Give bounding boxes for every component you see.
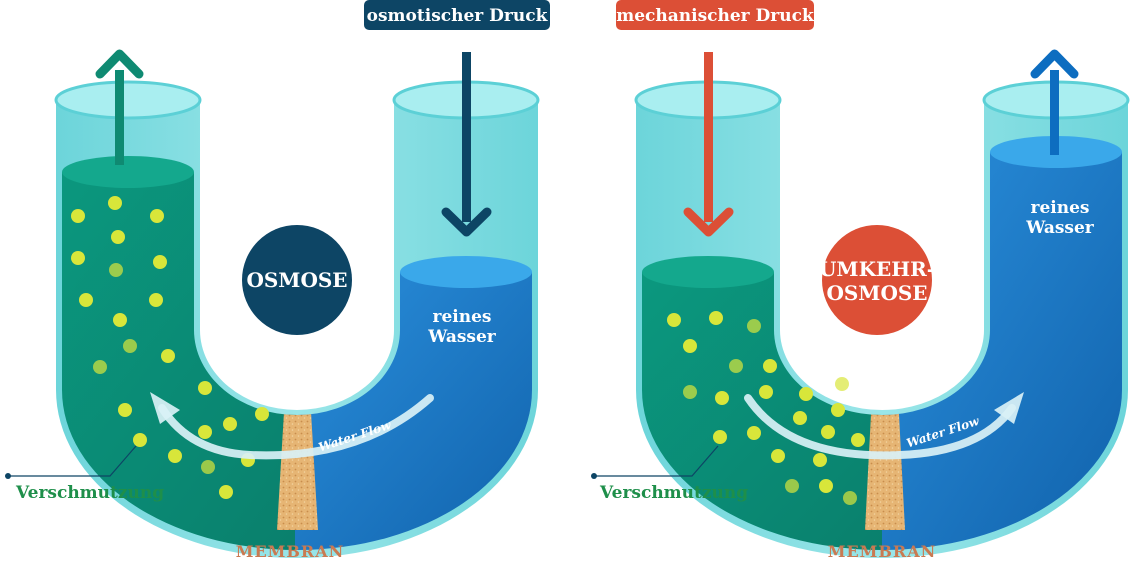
contaminant-particles: [667, 311, 865, 505]
right-contamination-label: Verschmutzung: [599, 483, 748, 503]
up-arrow-icon: [95, 49, 144, 165]
reverse-osmosis-title-line2: OSMOSE: [826, 281, 927, 305]
contaminant-particles: [71, 196, 269, 499]
reverse-osmosis-process-circle: UMKEHR- OSMOSE: [819, 225, 935, 335]
left-membrane-label: MEMBRAN: [236, 542, 344, 561]
osmosis-title: OSMOSE: [246, 268, 347, 292]
right-pure-water-label-line1: reines: [1031, 198, 1090, 218]
mechanical-pressure-label: mechanischer Druck: [616, 6, 815, 26]
left-contamination-label: Verschmutzung: [15, 483, 164, 503]
left-pure-water-label-line1: reines: [433, 307, 492, 327]
down-arrow-icon: [441, 52, 492, 237]
right-contamination-callout: Verschmutzung: [591, 445, 748, 503]
down-arrow-icon: [683, 52, 734, 237]
curved-arrow-icon: [744, 394, 1016, 460]
right-pure-water-label-line2: Wasser: [1025, 218, 1095, 238]
osmotic-pressure-label: osmotischer Druck: [367, 6, 549, 26]
left-osmosis-tube: [54, 80, 540, 558]
left-pure-water-label-line2: Wasser: [427, 327, 497, 347]
osmosis-process-circle: OSMOSE: [242, 225, 352, 335]
up-arrow-icon: [1030, 49, 1079, 155]
osmotic-pressure-badge: osmotischer Druck: [364, 0, 550, 30]
right-membrane-label: MEMBRAN: [828, 542, 936, 561]
right-reverse-osmosis-tube: [634, 80, 1130, 558]
curved-arrow-icon: [158, 394, 434, 460]
left-contamination-callout: Verschmutzung: [5, 445, 164, 503]
mechanical-pressure-badge: mechanischer Druck: [616, 0, 815, 30]
reverse-osmosis-title-line1: UMKEHR-: [819, 257, 935, 281]
